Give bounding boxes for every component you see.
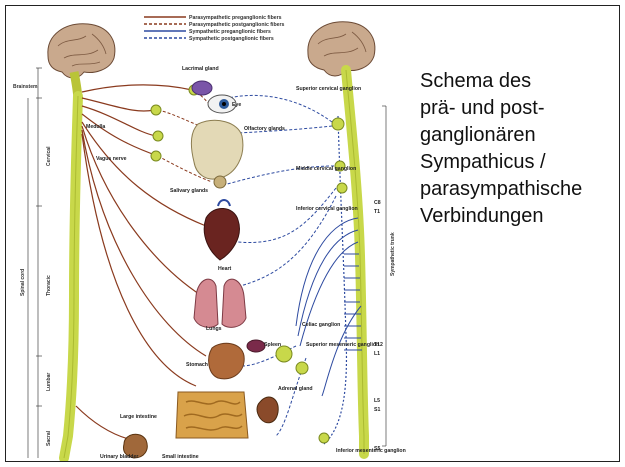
legend-label-symp-post: Sympathetic postganglionic fibers [189,36,274,42]
label-celiac: Celiac ganglion [302,322,340,328]
legend-label-para-pre: Parasympathetic preganglionic fibers [189,15,282,21]
right-brain [308,22,375,76]
label-urinary-bladder: Urinary bladder [100,454,138,460]
label-t1: T1 [374,209,380,215]
left-brain [48,24,115,102]
caption-line: Schema des [420,68,620,95]
heart [204,200,239,260]
label-spinal-cord: Spinal cord [20,269,26,296]
legend-label-symp-pre: Sympathetic preganglionic fibers [189,29,271,35]
lacrimal-gland [192,81,212,95]
label-vagus: Vagus nerve [96,156,127,162]
legend-label-para-post: Parasympathetic postganglionic fibers [189,22,285,28]
caption-line: Verbindungen [420,203,620,230]
label-l1: L1 [374,351,380,357]
label-heart: Heart [218,266,232,272]
label-thoracic: Thoracic [46,275,52,296]
label-lungs: Lungs [206,326,222,332]
label-sacral: Sacral [46,430,52,446]
right-spinal-cord [346,70,364,454]
label-superior-mesenteric: Superior mesenteric ganglion [306,342,379,348]
label-l5: L5 [374,398,380,404]
head-glands [191,120,243,188]
adrenal-kidney [257,397,278,423]
label-olfactory: Olfactory glands [244,126,285,132]
label-cervical: Cervical [46,146,52,166]
autonomic-nervous-system-diagram: Parasympathetic preganglionic fibers Par… [6,6,411,461]
legend: Parasympathetic preganglionic fibers Par… [144,15,285,42]
label-spleen: Spleen [264,342,281,348]
label-adrenal: Adrenal gland [278,386,313,392]
caption-line: prä- und post- [420,95,620,122]
label-inferior-cervical: Inferior cervical ganglion [296,206,358,212]
abdominal-ganglia [276,346,308,374]
stomach [209,343,245,379]
label-middle-cervical: Middle cervical ganglion [296,166,356,172]
caption-line: ganglionären [420,122,620,149]
label-t12: T12 [374,342,383,348]
spleen [247,340,265,352]
label-small-intestine: Small intestine [162,454,199,460]
slide-frame: Parasympathetic preganglionic fibers Par… [5,5,620,462]
caption-line: Sympathicus / [420,149,620,176]
region-brackets [28,68,42,458]
slide-caption: Schema des prä- und post- ganglionären S… [420,68,620,230]
label-brainstem: Brainstem [13,84,38,90]
intestines [176,392,248,438]
label-large-intestine: Large intestine [120,414,157,420]
label-s5: S5 [374,446,380,452]
label-sympathetic-trunk: Sympathetic trunk [390,232,396,276]
label-medulla: Medulla [86,124,105,130]
label-lacrimal: Lacrimal gland [182,66,219,72]
label-salivary: Salivary glands [170,188,208,194]
label-eye: Eye [232,102,241,108]
label-lumbar: Lumbar [46,373,52,391]
label-stomach: Stomach [186,362,208,368]
label-s1: S1 [374,407,380,413]
lungs [194,279,246,327]
label-superior-cervical: Superior cervical ganglion [296,86,361,92]
parasympathetic-preganglionic-fibers [76,85,206,440]
label-c8: C8 [374,200,381,206]
label-inferior-mesenteric: Inferior mesenteric ganglion [336,448,406,454]
caption-line: parasympathische [420,176,620,203]
